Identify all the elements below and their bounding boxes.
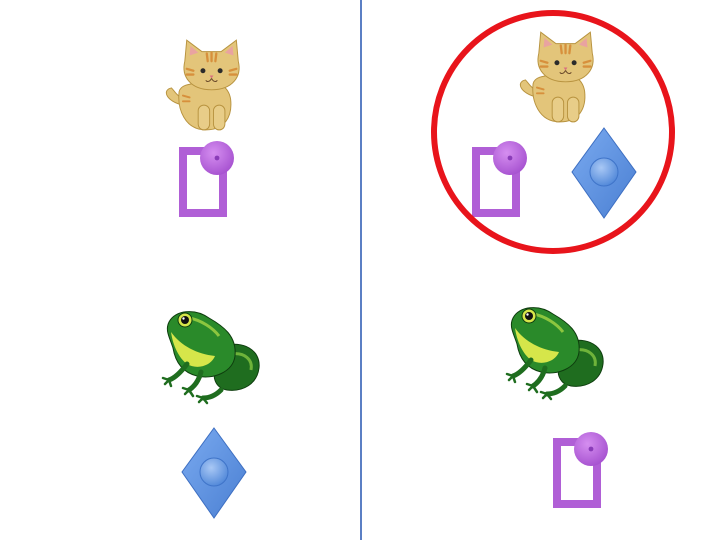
frog-icon <box>158 306 266 406</box>
blue-diamond-icon <box>181 427 247 520</box>
rectangle-with-circle-icon <box>177 139 235 217</box>
panel-divider <box>360 0 362 540</box>
rectangle-with-circle-icon <box>551 430 609 508</box>
cat-icon <box>160 36 244 136</box>
highlight-circle <box>430 9 676 255</box>
frog-icon <box>502 302 610 402</box>
